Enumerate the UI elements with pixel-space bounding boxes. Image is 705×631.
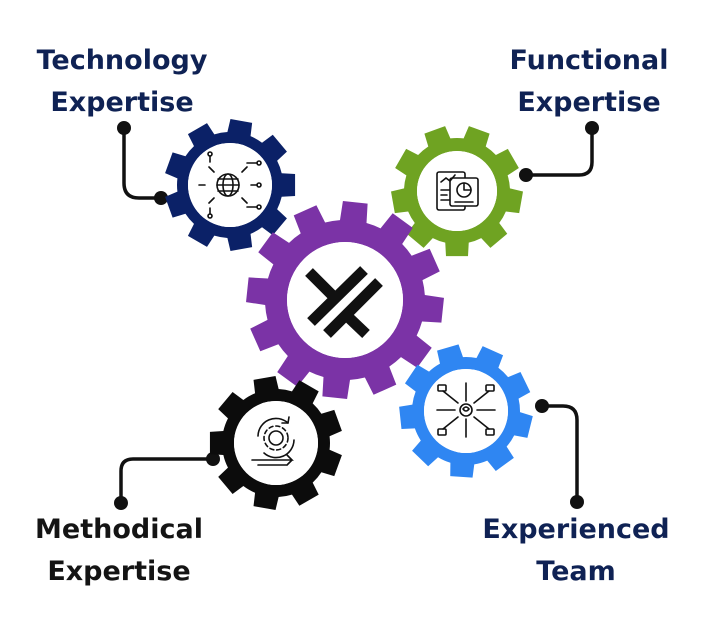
gear-experienced (399, 344, 533, 478)
connector-technology (122, 126, 163, 200)
dot-technology-end (154, 191, 168, 205)
label-experienced-team: Experienced Team (466, 509, 686, 593)
gear-hub (287, 242, 403, 358)
label-experienced-line1: Experienced (482, 514, 670, 545)
gear-methodical-body (209, 376, 342, 510)
dot-methodical-start (114, 496, 128, 510)
label-technology-line1: Technology (36, 45, 208, 76)
globe-gear-circuit-icon (198, 151, 262, 219)
label-methodical-line2: Expertise (47, 556, 191, 587)
team-hands-together-icon (436, 382, 496, 438)
dot-experienced-end (535, 399, 549, 413)
dot-functional-start (585, 121, 599, 135)
connector-methodical (119, 457, 215, 505)
gear-functional (391, 126, 523, 257)
dot-experienced-start (570, 495, 584, 509)
analytics-dashboard-icon (436, 171, 479, 211)
connectors (119, 126, 594, 505)
label-technology-expertise: Technology Expertise (27, 40, 217, 124)
label-methodical-line1: Methodical (35, 514, 203, 545)
gear-center-body (246, 201, 444, 399)
dot-methodical-end (206, 452, 220, 466)
gear-experienced-body (399, 344, 533, 478)
gear-hub (234, 401, 318, 485)
label-technology-line2: Expertise (50, 87, 194, 118)
dot-functional-end (519, 168, 533, 182)
connector-dots (114, 121, 599, 510)
label-functional-line2: Expertise (517, 87, 661, 118)
connector-experienced (540, 404, 579, 504)
gear-center (246, 201, 444, 399)
label-methodical-expertise: Methodical Expertise (24, 509, 214, 593)
connector-functional (524, 126, 594, 177)
gear-technology-body (165, 119, 296, 251)
label-experienced-line2: Team (536, 556, 616, 587)
label-functional-line1: Functional (509, 45, 669, 76)
gear-methodical (209, 376, 342, 510)
logo-mark-icon (305, 266, 383, 338)
gear-technology (165, 119, 296, 251)
dot-technology-start (117, 121, 131, 135)
gear-functional-body (391, 126, 523, 257)
process-cycle-gear-icon (251, 416, 295, 466)
label-functional-expertise: Functional Expertise (494, 40, 684, 124)
